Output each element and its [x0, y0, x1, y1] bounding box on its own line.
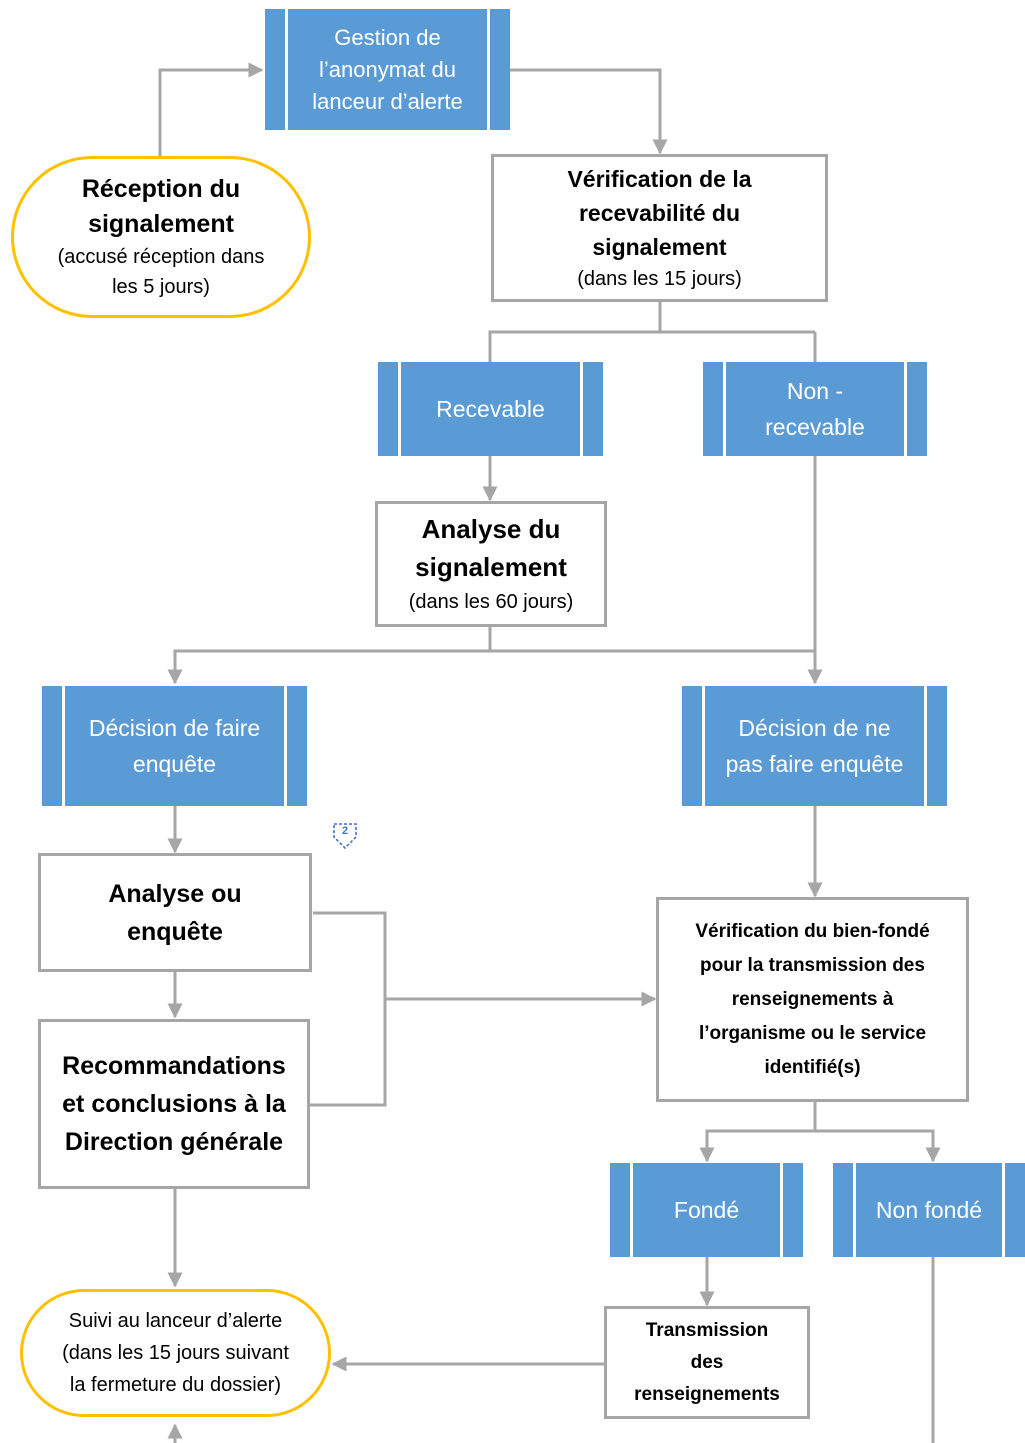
- node-analyse-signalement: Analyse du signalement (dans les 60 jour…: [375, 501, 607, 627]
- node-decision-faire-enquete: Décision de faire enquête: [42, 686, 307, 806]
- node-verification-bien-fonde: Vérification du bien-fondé pour la trans…: [656, 897, 969, 1102]
- node-recevable: Recevable: [378, 362, 603, 456]
- connector-bracket: [309, 911, 387, 1107]
- node-decision-ne-pas-faire-enquete: Décision de ne pas faire enquête: [682, 686, 947, 806]
- comment-marker-icon: 2: [332, 821, 358, 851]
- node-reception-signalement: Réception du signalement (accusé récepti…: [11, 156, 311, 318]
- node-transmission-renseignements: Transmission des renseignements: [604, 1306, 810, 1419]
- connector-gestion-verification: [510, 68, 668, 155]
- connector-analyse-split: [167, 626, 492, 685]
- connector-verification-split: [488, 301, 662, 362]
- node-verification-recevabilite: Vérification de la recevabilité du signa…: [491, 154, 828, 302]
- node-non-recevable: Non - recevable: [703, 362, 927, 456]
- node-recommandations: Recommandations et conclusions à la Dire…: [38, 1019, 310, 1189]
- node-non-fonde: Non fondé: [833, 1163, 1025, 1257]
- node-analyse-ou-enquete: Analyse ou enquête: [38, 853, 312, 972]
- connector-bienfonde-split: [699, 1101, 817, 1163]
- node-suivi-lanceur-alerte: Suivi au lanceur d’alerte (dans les 15 j…: [20, 1289, 331, 1417]
- connector-reception-gestion: [158, 62, 264, 156]
- node-fonde: Fondé: [610, 1163, 803, 1257]
- node-gestion-anonymat: Gestion de l’anonymat du lanceur d’alert…: [265, 9, 510, 130]
